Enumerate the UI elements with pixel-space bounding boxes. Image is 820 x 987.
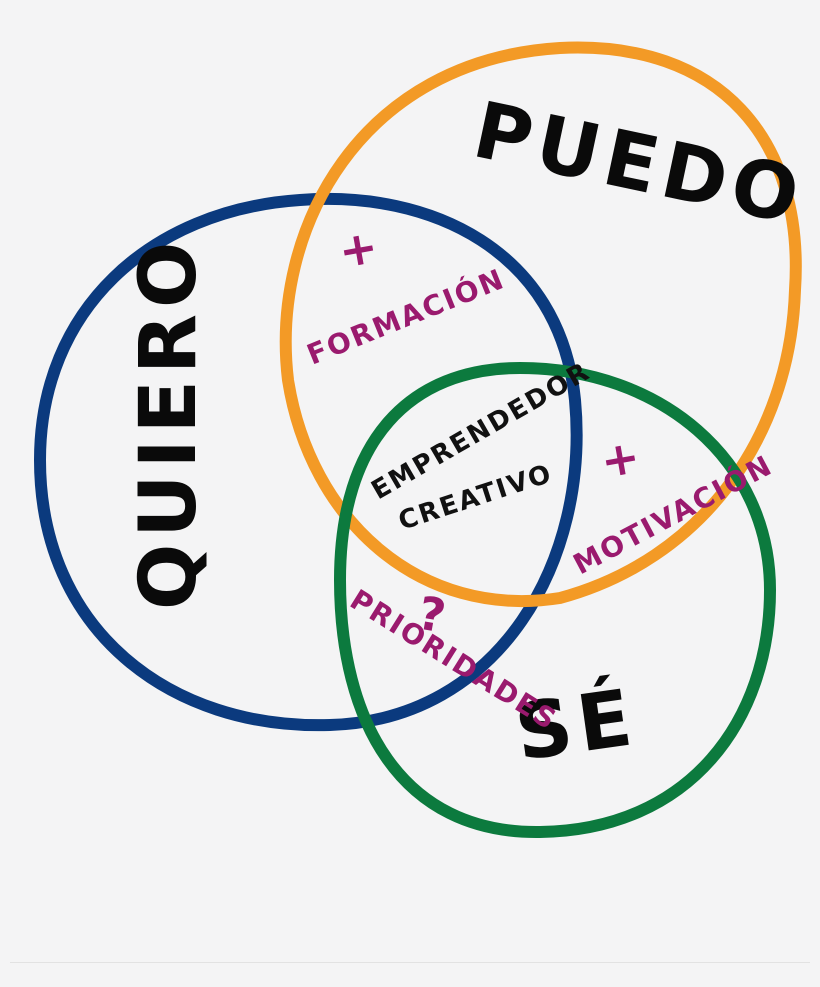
quiero-label: QUIERO (124, 236, 214, 610)
se-label: SÉ (510, 671, 643, 779)
formacion-plus-icon: + (335, 219, 382, 279)
formacion-label: FORMACIÓN (302, 261, 510, 371)
quiero-circle (33, 193, 583, 732)
motivacion-plus-icon: + (597, 429, 644, 489)
se-circle (333, 361, 777, 839)
puedo-label: PUEDO (466, 86, 812, 244)
puedo-circle (279, 41, 802, 608)
motivacion-label: MOTIVACIÓN (567, 447, 778, 581)
bottom-divider (10, 962, 810, 963)
